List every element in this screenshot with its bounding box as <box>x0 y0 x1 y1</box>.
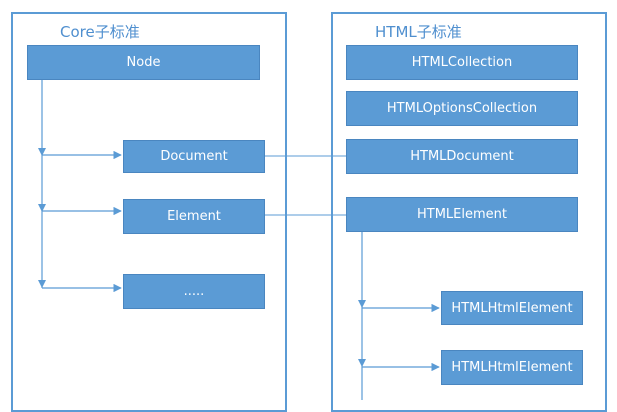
htmlhtmlelement-box-2: HTMLHtmlElement <box>441 350 583 385</box>
core-panel-title: Core子标准 <box>60 23 140 41</box>
htmlcollection-box: HTMLCollection <box>346 45 578 80</box>
ellipsis-box: ..... <box>123 274 265 309</box>
document-box: Document <box>123 140 265 173</box>
node-box: Node <box>27 45 260 80</box>
htmlhtmlelement-box-1: HTMLHtmlElement <box>441 291 583 325</box>
html-panel-title: HTML子标准 <box>375 23 462 41</box>
htmldocument-box: HTMLDocument <box>346 139 578 174</box>
htmloptionscollection-box: HTMLOptionsCollection <box>346 91 578 126</box>
htmlelement-box: HTMLElement <box>346 197 578 232</box>
element-box: Element <box>123 199 265 234</box>
